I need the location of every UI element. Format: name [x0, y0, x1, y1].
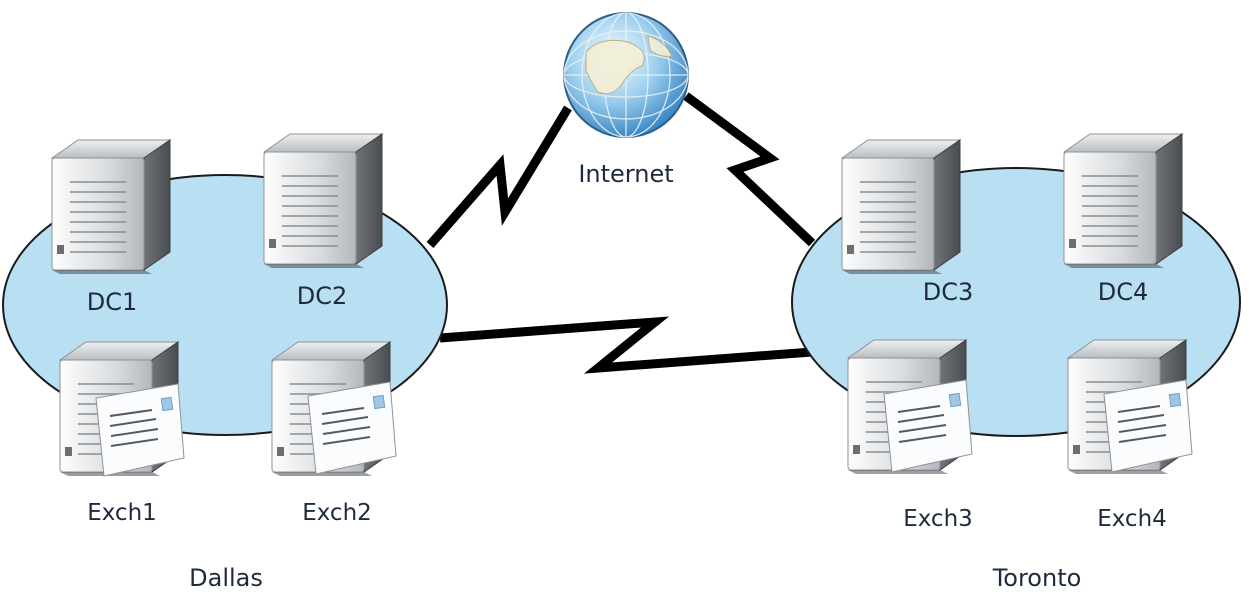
server-dc3: DC3 — [841, 139, 974, 306]
internet-label: Internet — [578, 160, 673, 188]
server-dc1: DC1 — [51, 139, 171, 316]
server-label-exch3: Exch3 — [903, 506, 973, 532]
site-label-toronto: Toronto — [992, 564, 1082, 592]
server-label-exch2: Exch2 — [302, 500, 372, 526]
server-dc2: DC2 — [263, 133, 383, 310]
link-dallas-internet — [426, 105, 572, 248]
server-label-exch4: Exch4 — [1097, 506, 1167, 532]
server-exch4: Exch4 — [1067, 339, 1193, 532]
server-exch1: Exch1 — [59, 341, 185, 526]
link-dallas-toronto — [439, 316, 813, 374]
server-label-dc1: DC1 — [87, 288, 138, 316]
mail-envelope-icon — [1103, 379, 1193, 473]
mail-envelope-icon — [95, 383, 185, 477]
server-icon — [841, 139, 961, 275]
server-exch3: Exch3 — [847, 339, 973, 532]
internet-node: Internet — [563, 12, 689, 188]
server-label-dc2: DC2 — [297, 282, 348, 310]
server-label-dc3: DC3 — [923, 278, 974, 306]
server-dc4: DC4 — [1063, 133, 1183, 306]
server-icon — [51, 139, 171, 275]
wan-links — [426, 92, 816, 374]
server-icon — [263, 133, 383, 269]
site-label-dallas: Dallas — [189, 564, 263, 592]
link-toronto-internet — [683, 92, 816, 247]
server-label-exch1: Exch1 — [87, 500, 157, 526]
server-icon — [1063, 133, 1183, 269]
server-label-dc4: DC4 — [1098, 278, 1149, 306]
mail-envelope-icon — [307, 381, 397, 475]
mail-envelope-icon — [883, 379, 973, 473]
server-exch2: Exch2 — [271, 341, 397, 526]
